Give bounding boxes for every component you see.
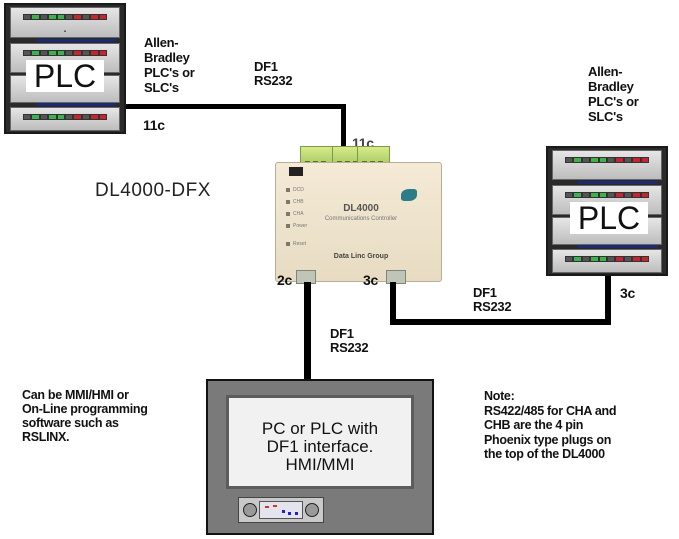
plc-module: [10, 107, 120, 131]
port-label-2c: 2c: [277, 272, 292, 288]
link-protocol: DF1: [473, 285, 497, 300]
link-interface: RS232: [330, 340, 369, 355]
note-line: RS422/485 for CHA and: [484, 403, 617, 418]
note-line: software such as: [22, 416, 119, 430]
dl4000-device: DCD CHB CHA Power Reset DL4000 Communica…: [275, 162, 442, 282]
plc-module: [552, 185, 662, 215]
caption-line: SLC's: [144, 80, 179, 95]
note-line: the top of the DL4000: [484, 447, 605, 461]
wire-dl4000-to-plc-right-up: [605, 276, 611, 325]
plc-rack-right: PLC: [546, 146, 668, 276]
knob-icon: [243, 503, 257, 517]
plc-right-caption: Allen- Bradley PLC's or SLC's: [588, 64, 639, 124]
caption-line: Allen-: [588, 64, 623, 79]
monitor-text-line: PC or PLC with: [261, 419, 379, 438]
link-label-right: DF1 RS232: [473, 285, 512, 314]
diagram-title: DL4000-DFX: [95, 180, 211, 201]
hmi-monitor: PC or PLC with DF1 interface. HMI/MMI: [206, 379, 434, 535]
note-line: On-Line programming: [22, 402, 148, 416]
wire-dl4000-to-plc-right-down: [390, 282, 396, 324]
port-label-3c: 3c: [363, 272, 378, 288]
link-protocol: DF1: [330, 326, 354, 341]
wire-plc-left-to-dl4000: [126, 104, 346, 109]
note-line: CHB are the 4 pin: [484, 418, 584, 432]
monitor-screen: PC or PLC with DF1 interface. HMI/MMI: [226, 395, 414, 489]
note-right: Note: RS422/485 for CHA and CHB are the …: [484, 389, 616, 462]
note-line: Phoenix type plugs on: [484, 432, 612, 447]
monitor-text-line: HMI/MMI: [285, 455, 355, 474]
note-line: Can be MMI/HMI or: [22, 388, 129, 402]
caption-line: Allen-: [144, 35, 179, 50]
link-interface: RS232: [473, 299, 512, 314]
status-display: [259, 501, 303, 519]
note-left: Can be MMI/HMI or On-Line programming so…: [22, 388, 148, 444]
caption-line: SLC's: [588, 109, 623, 124]
device-name: DL4000: [343, 203, 379, 214]
plc-left-caption: Allen- Bradley PLC's or SLC's: [144, 35, 195, 95]
port-label-plc-left: 11c: [143, 117, 165, 133]
monitor-control-panel: [238, 497, 324, 523]
note-line: Note:: [484, 389, 515, 403]
brand-logo-icon: [401, 189, 417, 201]
plc-label-left: PLC: [26, 60, 104, 92]
port-label-plc-right: 3c: [620, 285, 635, 301]
plc-rack-left: ▪ PLC: [4, 3, 126, 134]
note-line: RSLINX.: [22, 430, 70, 444]
caption-line: PLC's or: [144, 65, 195, 80]
plc-module: [552, 150, 662, 180]
serial-port-3c: [386, 270, 406, 284]
knob-icon: [305, 503, 319, 517]
wire-dl4000-to-plc-right-horizontal: [390, 319, 611, 325]
link-protocol: DF1: [254, 59, 278, 74]
link-label-bottom: DF1 RS232: [330, 326, 369, 355]
monitor-text-line: DF1 interface.: [266, 437, 374, 456]
wire-plc-left-to-dl4000-vertical: [341, 104, 346, 156]
wire-dl4000-to-monitor: [304, 282, 311, 380]
plc-module: ▪: [10, 7, 120, 38]
caption-line: PLC's or: [588, 94, 639, 109]
caption-line: Bradley: [144, 50, 190, 65]
caption-line: Bradley: [588, 79, 634, 94]
device-subtitle: Communications Controller: [324, 216, 398, 222]
device-brand: Data Linc Group: [333, 253, 389, 260]
plc-label-right: PLC: [570, 202, 648, 234]
plc-module: [552, 249, 662, 273]
link-interface: RS232: [254, 73, 293, 88]
power-switch: [289, 167, 303, 176]
link-label-top: DF1 RS232: [254, 59, 293, 88]
